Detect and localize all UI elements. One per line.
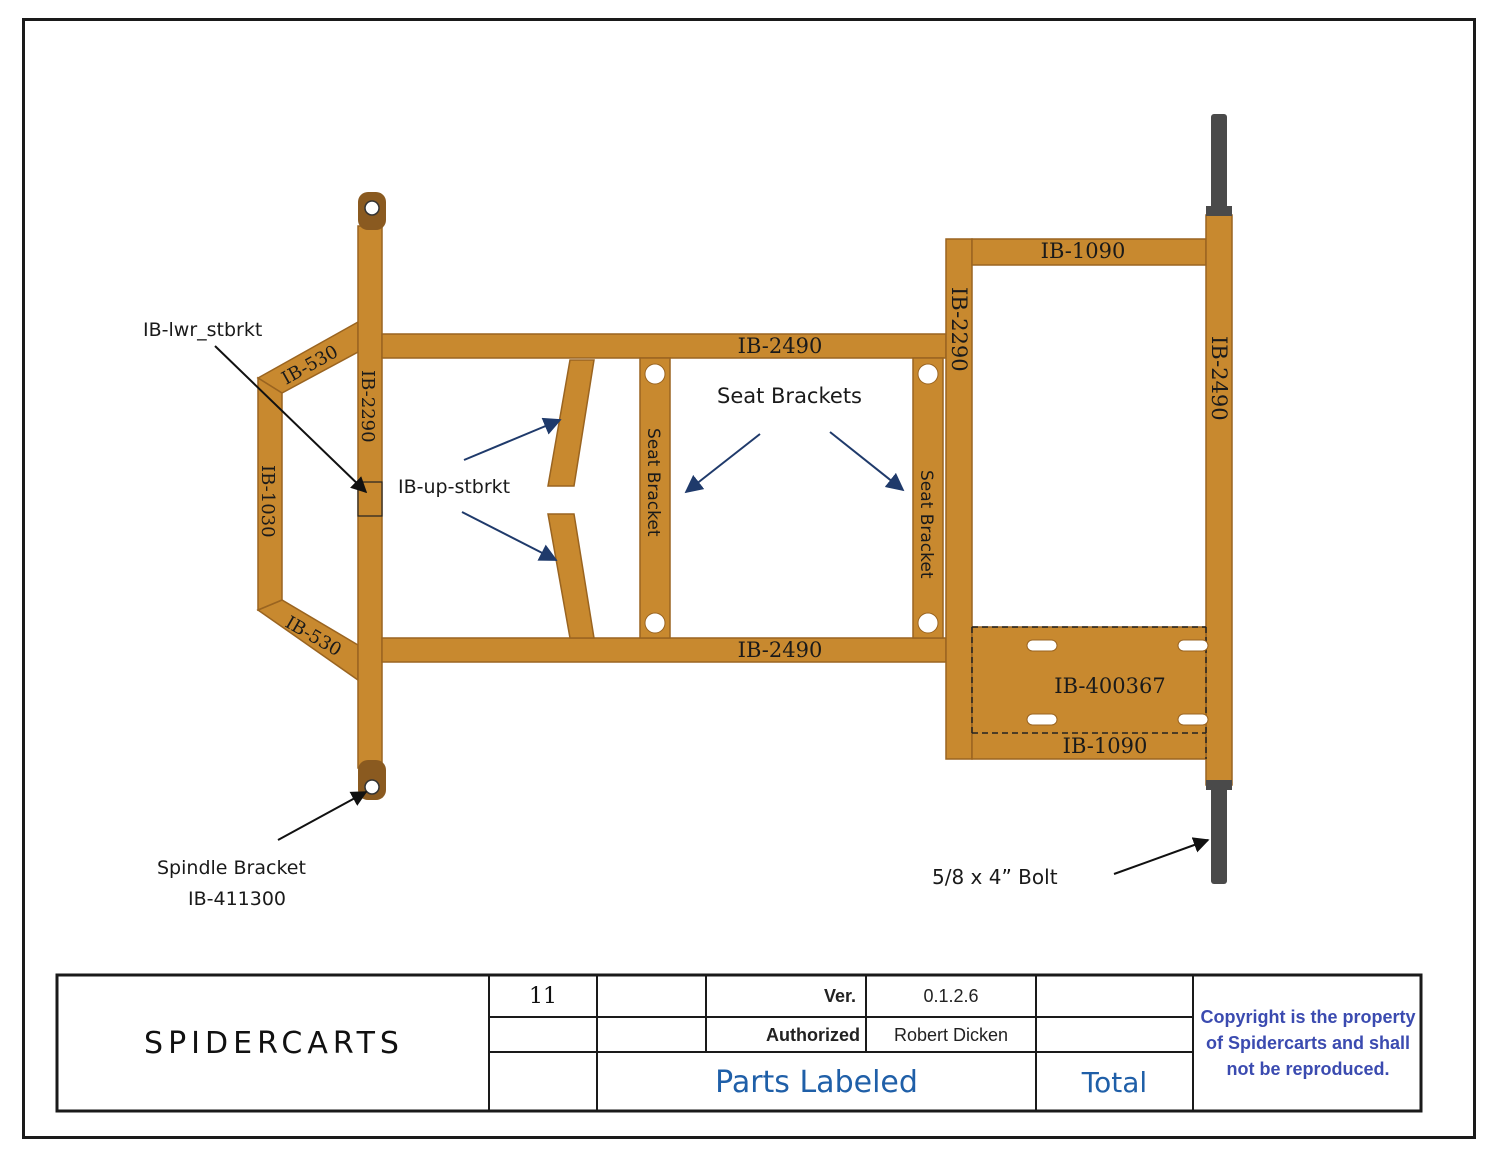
label-axle: IB-2490 [1207, 336, 1231, 421]
drawing-border [22, 18, 1476, 1139]
company-logo-text: SPIDERCARTS [144, 1025, 404, 1061]
plate-400367 [971, 626, 1207, 760]
label-bottom-rail: IB-2490 [738, 638, 823, 662]
seat-bracket-right [912, 357, 944, 639]
authorized-label: Authorized [766, 1024, 860, 1045]
bolt-top [1206, 114, 1232, 216]
spindle-bracket-top [358, 192, 386, 230]
label-front-cross: IB-2290 [357, 370, 378, 443]
label-seat-bracket-2: Seat Bracket [916, 470, 936, 579]
callout-seat-arrow-1 [684, 433, 761, 494]
authorized-value: Robert Dicken [893, 1024, 1009, 1045]
label-top-rail: IB-2490 [738, 334, 823, 358]
label-rear-bottom: IB-1090 [1063, 734, 1148, 758]
tube-top-rail [381, 333, 947, 359]
callout-lwr-stbrkt: IB-lwr_stbrkt [143, 319, 262, 341]
bolt-bottom [1206, 780, 1232, 884]
title-block-grid [55, 973, 1423, 1113]
ver-value: 0.1.2.6 [923, 985, 979, 1006]
ver-label: Ver. [823, 985, 856, 1006]
plate-slots [1026, 639, 1209, 726]
label-rear-cross: IB-2290 [947, 287, 971, 372]
callout-spindle-1: Spindle Bracket [157, 857, 306, 879]
upper-seat-bracket-bottom [547, 513, 595, 639]
callout-bolt: 5/8 x 4” Bolt [932, 865, 1058, 889]
tube-rear-top [971, 238, 1207, 266]
tube-rear-cross [945, 238, 973, 760]
tube-nose-front [257, 376, 283, 612]
label-seat-bracket-1: Seat Bracket [643, 428, 663, 537]
parts-labeled: Parts Labeled [715, 1064, 918, 1100]
callout-spindle-2: IB-411300 [188, 888, 286, 910]
total-label: Total [1081, 1065, 1148, 1099]
label-plate: IB-400367 [1054, 674, 1165, 698]
spindle-bracket-bottom [358, 760, 386, 800]
seat-bracket-left [639, 357, 671, 639]
callout-up-stbrkt: IB-up-stbrkt [398, 476, 510, 498]
tube-bottom-rail [381, 637, 947, 663]
seat-bracket-holes [644, 363, 939, 634]
callout-seat-brackets: Seat Brackets [717, 384, 862, 408]
callout-lwr-leader [214, 345, 368, 494]
callout-up-arrow-1 [463, 417, 562, 461]
callout-bolt-leader [1113, 837, 1210, 875]
copyright-notice: Copyright is the property of Spidercarts… [1200, 1007, 1416, 1079]
label-rear-top: IB-1090 [1041, 239, 1126, 263]
frame-tubes [256, 214, 1233, 786]
tube-axle [1205, 214, 1233, 786]
callout-seat-arrow-2 [829, 431, 905, 492]
callout-up-arrow-2 [461, 511, 558, 561]
label-nose-front: IB-1030 [257, 465, 278, 538]
callout-spindle-leader [277, 791, 368, 841]
upper-seat-bracket-top [547, 359, 595, 487]
sheet-number: 11 [529, 983, 557, 1009]
